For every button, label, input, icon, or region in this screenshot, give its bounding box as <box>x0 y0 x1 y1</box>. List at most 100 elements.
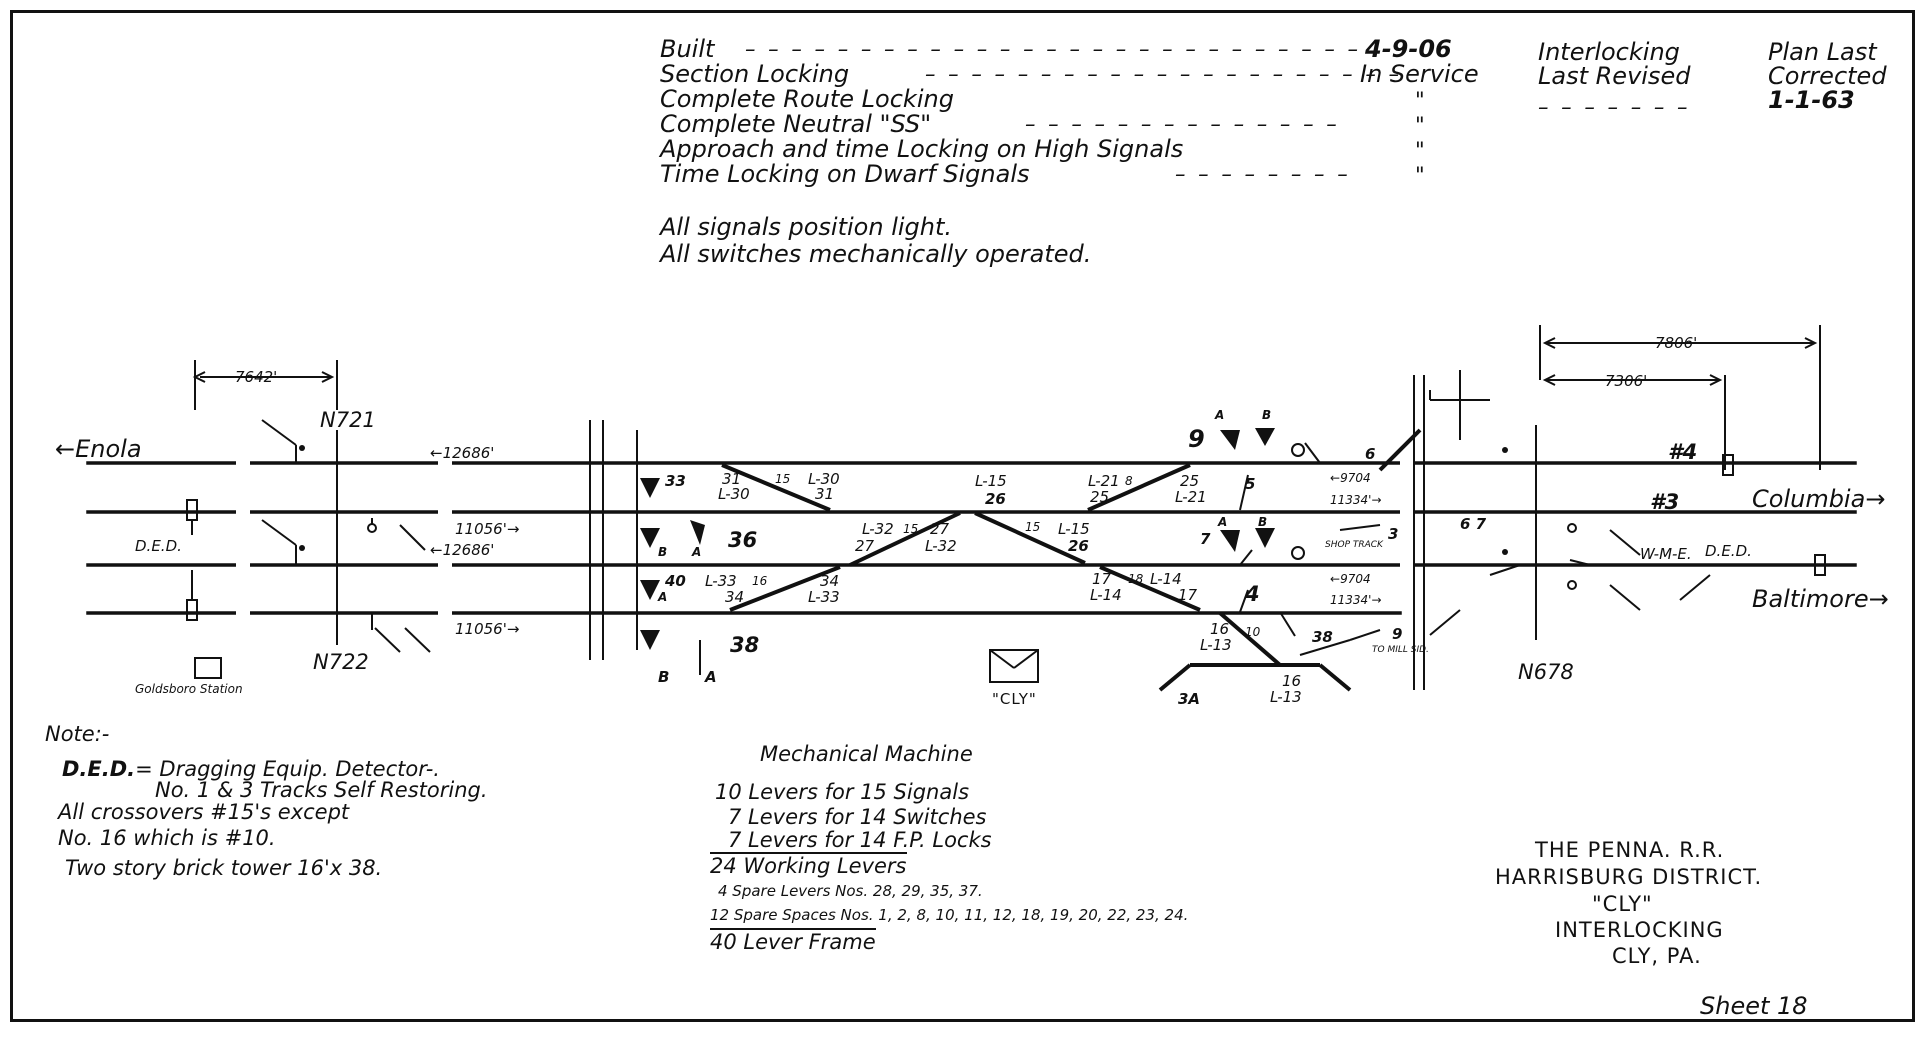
interlocking-revised-1: Interlocking <box>1538 38 1680 66</box>
signal-label: 7 <box>1200 530 1211 548</box>
section-locking-value: In Service <box>1360 60 1479 88</box>
lever-label: 17 <box>1092 570 1112 588</box>
plan-corrected-date: 1-1-63 <box>1768 86 1855 114</box>
built-label: Built <box>660 35 715 63</box>
machine-line-4: 24 Working Levers <box>710 852 907 878</box>
track-3-label: #3 <box>1650 490 1680 514</box>
signal-label: 9 <box>1392 625 1403 643</box>
lever-label: 15 <box>903 522 919 536</box>
approach-locking-value: " <box>1415 138 1425 162</box>
tower-label: "CLY" <box>992 690 1037 708</box>
signal-n678: N678 <box>1518 660 1574 684</box>
leader-dashes: – – – – – – – – – – – – – – – – – – – – … <box>745 37 1362 61</box>
note-ded-abbrev: D.E.D. <box>62 757 136 781</box>
title-district: HARRISBURG DISTRICT. <box>1495 865 1763 889</box>
ded-right: D.E.D. <box>1705 542 1752 560</box>
approach-locking-label: Approach and time Locking on High Signal… <box>660 135 1184 163</box>
enola-label: ←Enola <box>55 435 142 463</box>
signal-label: B <box>1262 408 1272 422</box>
lever-label: 15 <box>1025 520 1041 534</box>
lever-label: 16 <box>752 574 768 588</box>
lever-label: 38 <box>730 633 760 657</box>
dim-9704a: ←9704 <box>1330 471 1371 485</box>
machine-heading: Mechanical Machine <box>760 742 973 766</box>
leader-dashes: – – – – – – – – – – – – – – – – – – – – … <box>925 62 1403 86</box>
baltimore-label: Baltimore→ <box>1752 585 1889 613</box>
track-4-label: #4 <box>1668 440 1698 464</box>
lever-label: L-15 <box>1058 520 1090 538</box>
dim-11334b: 11334'→ <box>1330 593 1382 607</box>
machine-line-5: 4 Spare Levers Nos. 28, 29, 35, 37. <box>718 882 983 900</box>
lever-label: A <box>658 590 668 604</box>
title-railroad: THE PENNA. R.R. <box>1535 838 1725 862</box>
lever-label: 16 <box>1210 620 1230 638</box>
note-ded: D.E.D.= Dragging Equip. Detector-. <box>62 757 440 781</box>
revised-blank: – – – – – – – <box>1538 95 1691 119</box>
machine-line-3: 7 Levers for 14 F.P. Locks <box>728 828 992 852</box>
signal-n722: N722 <box>313 650 369 674</box>
switches-note: All switches mechanically operated. <box>660 240 1092 268</box>
note-no16: No. 16 which is #10. <box>58 826 276 850</box>
signal-label: A <box>1218 515 1228 529</box>
dim-11334a: 11334'→ <box>1330 493 1382 507</box>
signal-n721: N721 <box>320 408 376 432</box>
ded-left: D.E.D. <box>135 537 182 555</box>
note-tower: Two story brick tower 16'x 38. <box>65 856 383 880</box>
lever-label: L-30 <box>808 470 840 488</box>
lever-label: 31 <box>815 485 835 503</box>
route-locking-label: Complete Route Locking <box>660 85 954 113</box>
dwarf-locking-value: " <box>1415 163 1425 187</box>
signal-label: 38 <box>1312 628 1333 646</box>
leader-dashes: – – – – – – – – – – – – – – <box>1025 112 1340 136</box>
sheet-number: Sheet 18 <box>1700 992 1808 1020</box>
signal-label: 6 <box>1365 445 1376 463</box>
drawing-border <box>10 10 1915 1022</box>
signal-label: 3 <box>1388 525 1399 543</box>
signal-label: B <box>1258 515 1268 529</box>
neutral-ss-label: Complete Neutral "SS" <box>660 110 932 138</box>
lever-label: L-33 <box>705 572 737 590</box>
lever-label: B <box>658 545 668 559</box>
lever-label: 34 <box>725 588 745 606</box>
built-value: 4-9-06 <box>1365 35 1452 63</box>
interlocking-revised-2: Last Revised <box>1538 62 1691 90</box>
machine-line-1: 10 Levers for 15 Signals <box>715 780 970 804</box>
machine-line-7: 40 Lever Frame <box>710 928 876 954</box>
lever-label: 8 <box>1125 474 1133 488</box>
lever-label: L-21 <box>1088 472 1120 490</box>
section-locking-label: Section Locking <box>660 60 850 88</box>
note-ded-text: = Dragging Equip. Detector-. <box>135 757 440 781</box>
lever-label: 40 <box>665 572 686 590</box>
lever-label: 10 <box>1245 625 1261 639</box>
neutral-ss-value: " <box>1415 113 1425 137</box>
lever-label: 27 <box>855 537 875 555</box>
lever-label: A <box>705 668 717 686</box>
dwarf-locking-label: Time Locking on Dwarf Signals <box>660 160 1030 188</box>
machine-line-6: 12 Spare Spaces Nos. 1, 2, 8, 10, 11, 12… <box>710 906 1189 924</box>
dim-12686b: ←12686' <box>430 541 495 559</box>
machine-line-2: 7 Levers for 14 Switches <box>728 805 987 829</box>
lever-label: L-32 <box>862 520 894 538</box>
mill-siding-label: TO MILL SID. <box>1372 645 1429 655</box>
lever-label: L-32 <box>925 537 957 555</box>
lever-label: 18 <box>1128 572 1144 586</box>
lever-label: L-13 <box>1270 688 1302 706</box>
signal-label: 3A <box>1178 690 1201 708</box>
title-interlocking: INTERLOCKING <box>1555 918 1724 942</box>
lever-label: 33 <box>665 472 686 490</box>
wme-label: W-M-E. <box>1640 545 1692 563</box>
route-locking-value: " <box>1415 88 1425 112</box>
dim-7806: 7806' <box>1655 334 1698 352</box>
columbia-label: Columbia→ <box>1752 485 1886 513</box>
dim-9704b: ←9704 <box>1330 572 1371 586</box>
signals-note: All signals position light. <box>660 213 953 241</box>
goldsboro-station: Goldsboro Station <box>135 682 243 696</box>
lever-label: 17 <box>1178 586 1198 604</box>
note-heading: Note:- <box>45 722 110 746</box>
lever-label: L-30 <box>718 485 750 503</box>
lever-label: 26 <box>985 490 1006 508</box>
dim-7642: 7642' <box>235 368 278 386</box>
signal-label: 5 <box>1245 475 1256 493</box>
signal-label: 9 <box>1188 425 1205 453</box>
